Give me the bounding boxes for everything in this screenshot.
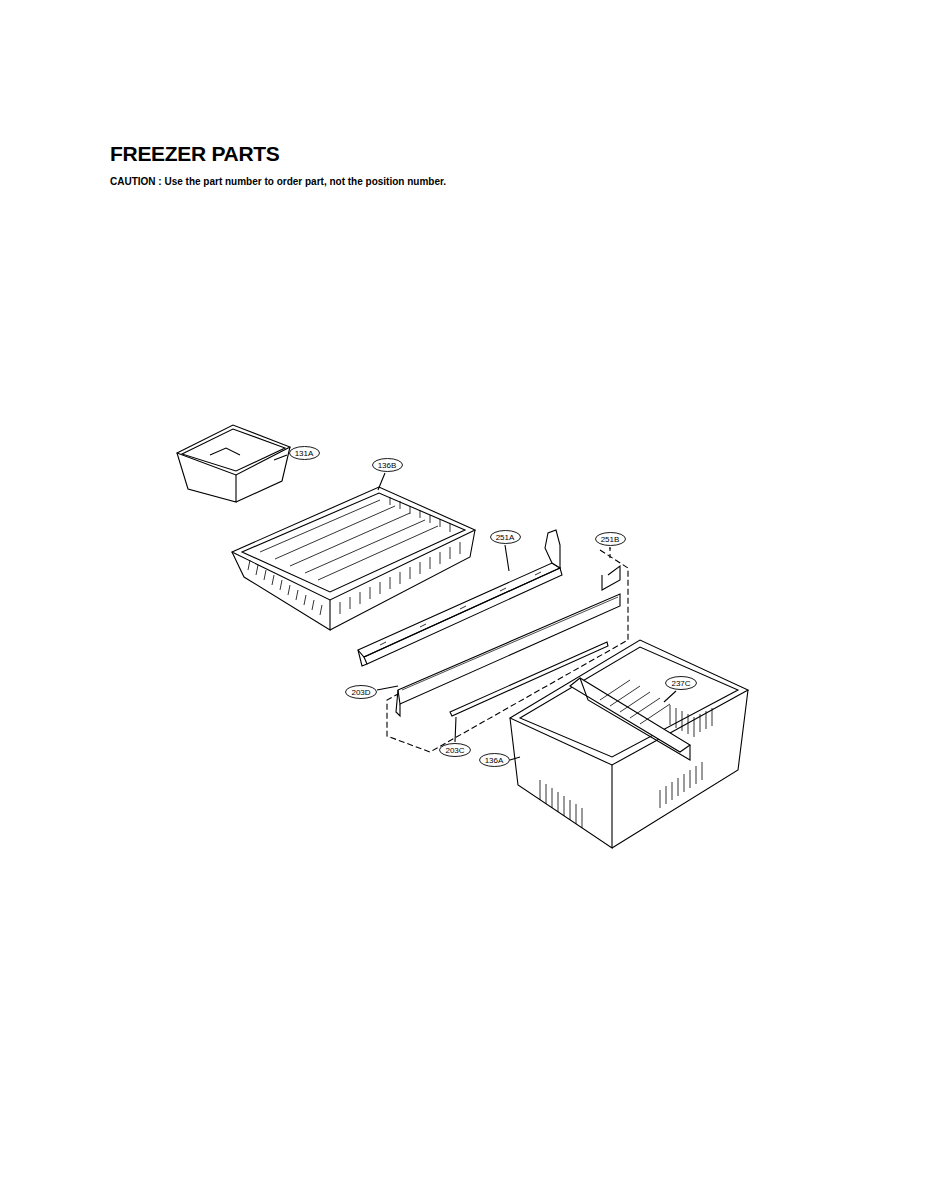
- callout-text: 237C: [665, 679, 697, 688]
- callout-number: 237C: [665, 676, 697, 690]
- callout-number: 136A: [479, 753, 510, 767]
- callout-number: 203D: [345, 685, 377, 699]
- callout-text: 136A: [479, 756, 510, 765]
- callout-text: 251B: [595, 535, 626, 544]
- callout-number: 251B: [595, 532, 626, 546]
- callout-number: 136B: [372, 458, 403, 472]
- callout-number: 203C: [439, 743, 471, 757]
- callout-text: 251A: [490, 533, 521, 542]
- freezer-basket: [232, 473, 475, 630]
- ice-bin: [177, 425, 290, 502]
- callout-number: 131A: [289, 446, 320, 460]
- callout-text: 131A: [289, 449, 320, 458]
- callout-text: 136B: [372, 461, 403, 470]
- callout-text: 203C: [439, 746, 471, 755]
- caution-note: CAUTION : Use the part number to order p…: [110, 176, 446, 187]
- lower-basket: [510, 640, 748, 848]
- callout-text: 203D: [345, 688, 377, 697]
- page-title: FREEZER PARTS: [110, 142, 280, 166]
- callout-number: 251A: [490, 530, 521, 544]
